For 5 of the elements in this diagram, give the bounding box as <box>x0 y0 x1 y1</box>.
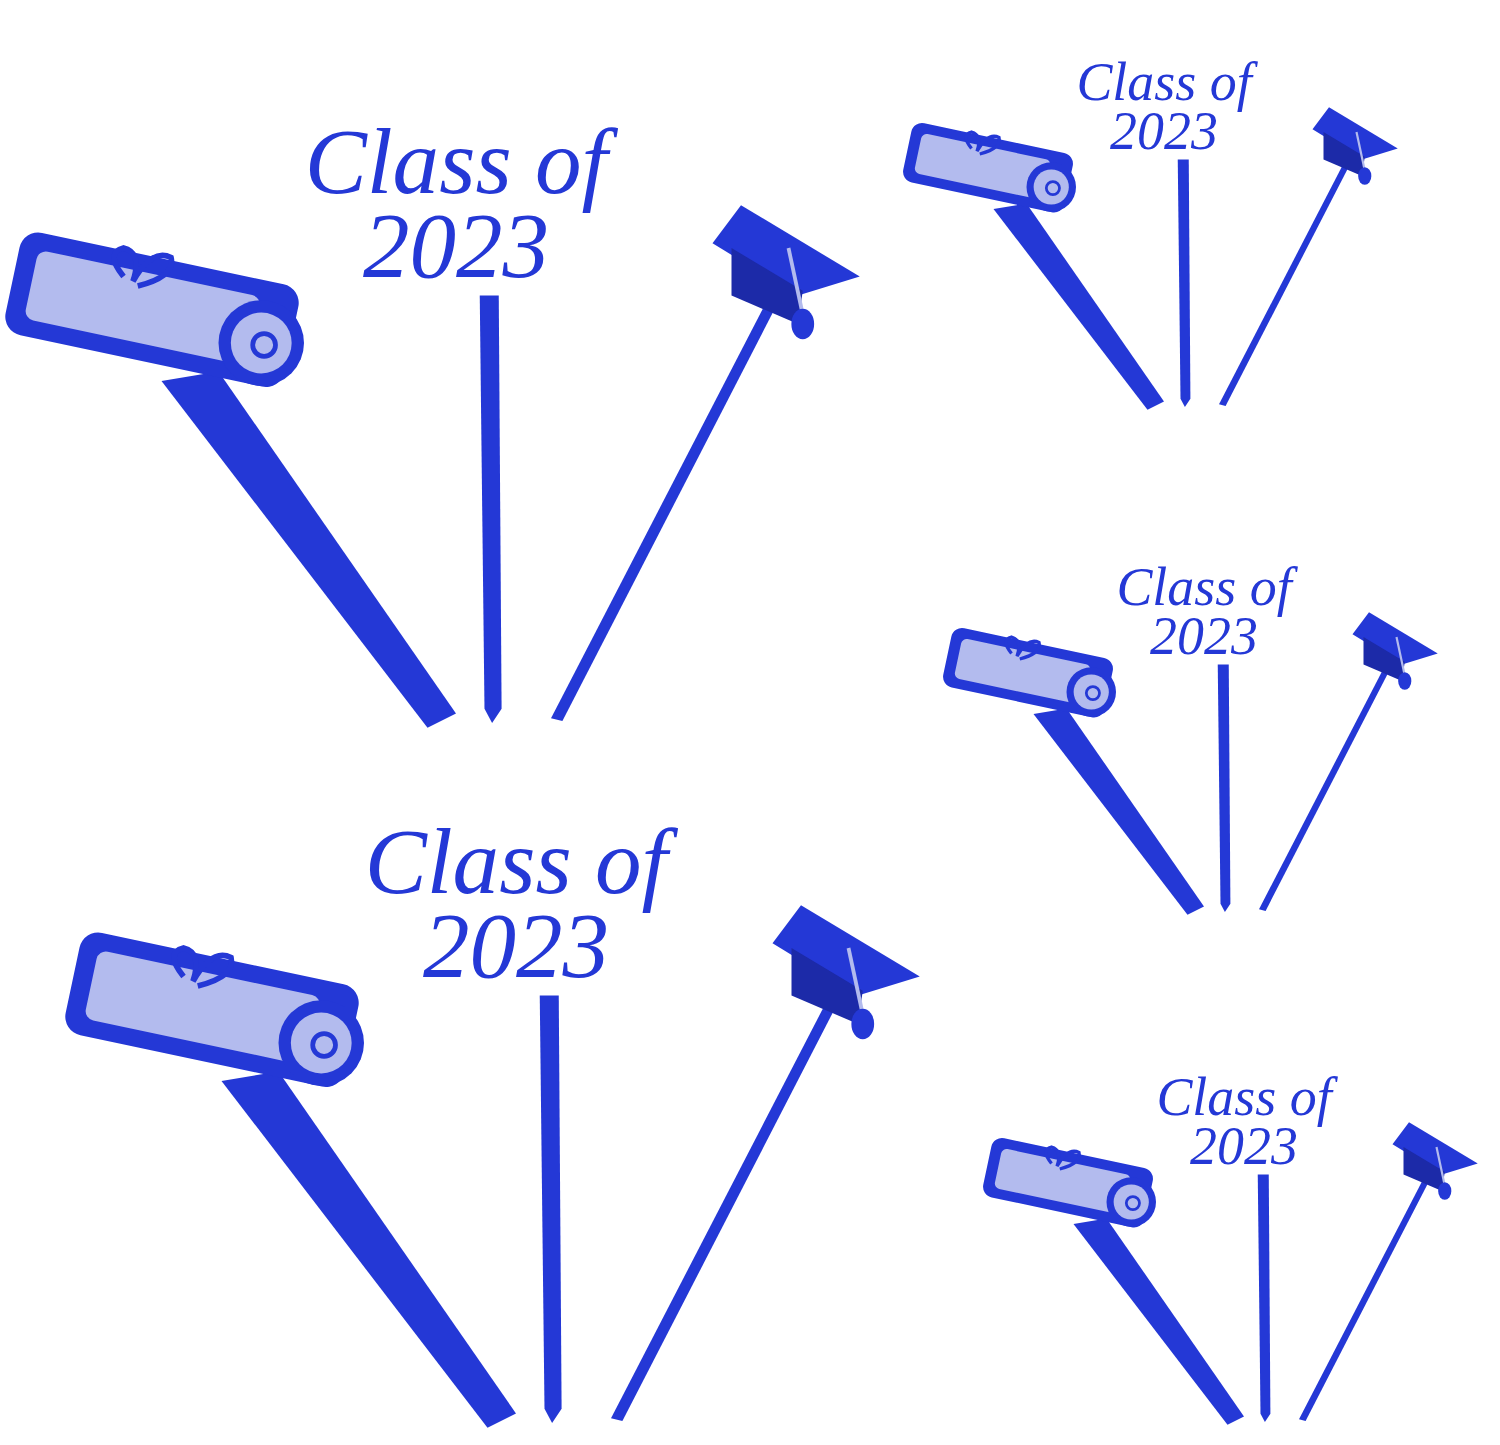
topper-text: Class of 2023 <box>1059 57 1269 155</box>
topper-text: Class of 2023 <box>275 119 637 288</box>
topper-text: Class of 2023 <box>1099 562 1309 660</box>
topper-text: Class of 2023 <box>335 819 697 988</box>
topper-text: Class of 2023 <box>1139 1072 1349 1170</box>
